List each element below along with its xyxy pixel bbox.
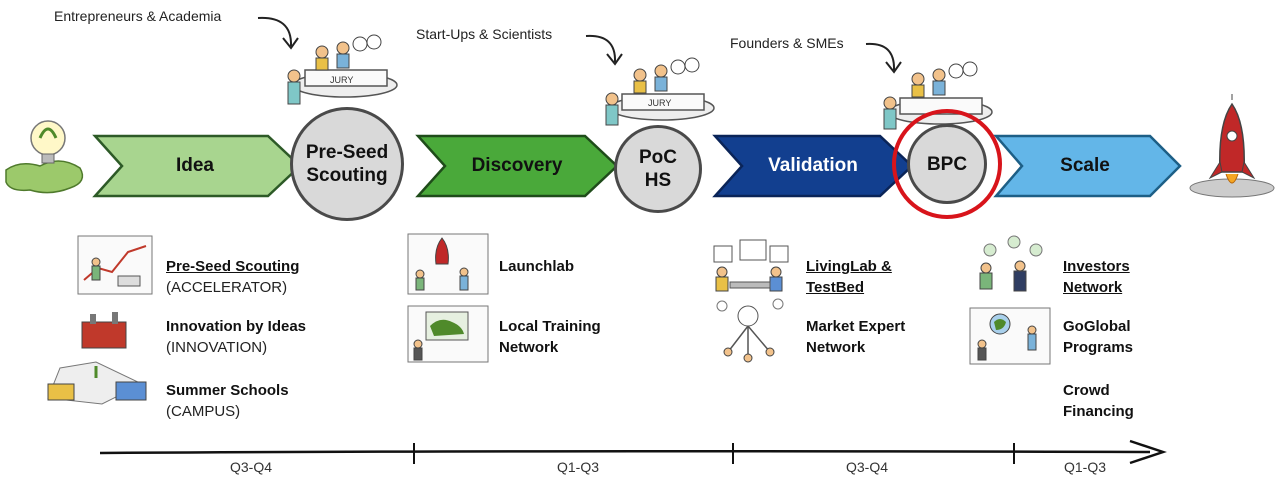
- gate-preseed-scouting: Pre-Seed Scouting: [290, 107, 404, 221]
- program-crowd-name-1: Crowd: [1063, 382, 1110, 399]
- program-preseed-scouting-sub: (ACCELERATOR): [166, 279, 288, 296]
- program-summer-schools: Summer Schools (CAMPUS): [166, 380, 289, 422]
- annotation-arrow-1: [257, 16, 293, 47]
- annotation-arrow-3: [865, 42, 896, 71]
- program-crowd-financing: Crowd Financing: [1063, 380, 1134, 422]
- program-livinglab-name-2: TestBed: [806, 279, 865, 296]
- jury-sign-1: JURY: [330, 75, 353, 85]
- gate-preseed-label-1: Pre-Seed: [305, 142, 389, 163]
- accelerator-sketch: [77, 235, 153, 295]
- annotation-startups: Start-Ups & Scientists: [416, 26, 553, 42]
- timeline-label-3: Q3-Q4: [846, 459, 889, 475]
- annotation-arrowhead-2: [606, 53, 623, 66]
- program-preseed-scouting: Pre-Seed Scouting (ACCELERATOR): [166, 256, 299, 298]
- program-launchlab-name: Launchlab: [499, 258, 575, 275]
- timeline-label-4: Q1-Q3: [1064, 459, 1107, 475]
- program-investors-name-1: Investors: [1063, 258, 1130, 275]
- program-innovation-sub: (INNOVATION): [166, 339, 268, 356]
- validation-arrow: [712, 134, 914, 198]
- gate-poc-label-2: HS: [644, 170, 672, 191]
- jury-sketch-2: JURY: [605, 57, 715, 126]
- program-market-expert-name-2: Network: [806, 339, 866, 356]
- timeline-label-2: Q1-Q3: [557, 459, 600, 475]
- program-investors-network: Investors Network: [1063, 256, 1130, 298]
- innovation-factory-sketch: [81, 312, 127, 349]
- svg-text:JURY: JURY: [648, 98, 671, 108]
- program-launchlab: Launchlab: [499, 256, 574, 277]
- program-summer-schools-sub: (CAMPUS): [166, 403, 241, 420]
- program-preseed-scouting-name: Pre-Seed Scouting: [166, 258, 300, 275]
- program-livinglab-name-1: LivingLab &: [806, 258, 892, 275]
- program-investors-name-2: Network: [1063, 279, 1123, 296]
- program-innovation-by-ideas: Innovation by Ideas (INNOVATION): [166, 316, 306, 358]
- annotation-arrow-2: [585, 34, 617, 63]
- program-market-expert: Market Expert Network: [806, 316, 905, 358]
- timeline-label-1: Q3-Q4: [230, 459, 273, 475]
- timeline-arrowhead: [1129, 439, 1167, 465]
- annotation-arrowhead-1: [282, 37, 299, 50]
- program-local-training-name-2: Network: [499, 339, 559, 356]
- annotation-founders: Founders & SMEs: [730, 35, 844, 51]
- stage-idea-label: Idea: [175, 155, 215, 176]
- program-livinglab: LivingLab & TestBed: [806, 256, 892, 298]
- program-summer-schools-name: Summer Schools: [166, 382, 289, 399]
- gate-poc-label-1: PoC: [639, 147, 677, 168]
- investors-sketch: [979, 235, 1043, 292]
- program-market-expert-name-1: Market Expert: [806, 318, 906, 335]
- goglobal-sketch: [969, 307, 1051, 365]
- jury-sketch-1: JURY: [287, 34, 398, 105]
- program-goglobal-name-1: GoGlobal: [1063, 318, 1131, 335]
- program-local-training-name-1: Local Training: [499, 318, 601, 335]
- gate-poc-hs: PoC HS: [614, 125, 702, 213]
- rocket-icon: [1189, 94, 1275, 198]
- stage-discovery-label: Discovery: [471, 155, 563, 176]
- livinglab-sketch: [713, 239, 789, 292]
- expert-network-sketch: [716, 298, 784, 363]
- campus-sketch: [47, 361, 147, 405]
- timeline-axis: [99, 449, 1151, 455]
- stage-validation-label: Validation: [768, 155, 858, 176]
- program-crowd-name-2: Financing: [1063, 403, 1134, 420]
- program-innovation-name: Innovation by Ideas: [166, 318, 307, 335]
- annotation-entrepreneurs: Entrepreneurs & Academia: [54, 8, 222, 24]
- idea-arrow: [92, 134, 302, 198]
- launchlab-sketch: [407, 233, 489, 295]
- program-goglobal: GoGlobal Programs: [1063, 316, 1133, 358]
- lightbulb-map-icon: [5, 120, 84, 194]
- bpc-highlight-ring: [892, 109, 1002, 219]
- gate-preseed-label-2: Scouting: [306, 165, 388, 186]
- training-network-sketch: [407, 305, 489, 363]
- program-goglobal-name-2: Programs: [1063, 339, 1134, 356]
- stage-scale-label: Scale: [1060, 155, 1110, 176]
- program-local-training: Local Training Network: [499, 316, 601, 358]
- scale-arrow: [993, 134, 1182, 198]
- annotation-arrowhead-3: [885, 61, 902, 74]
- discovery-arrow: [415, 134, 619, 198]
